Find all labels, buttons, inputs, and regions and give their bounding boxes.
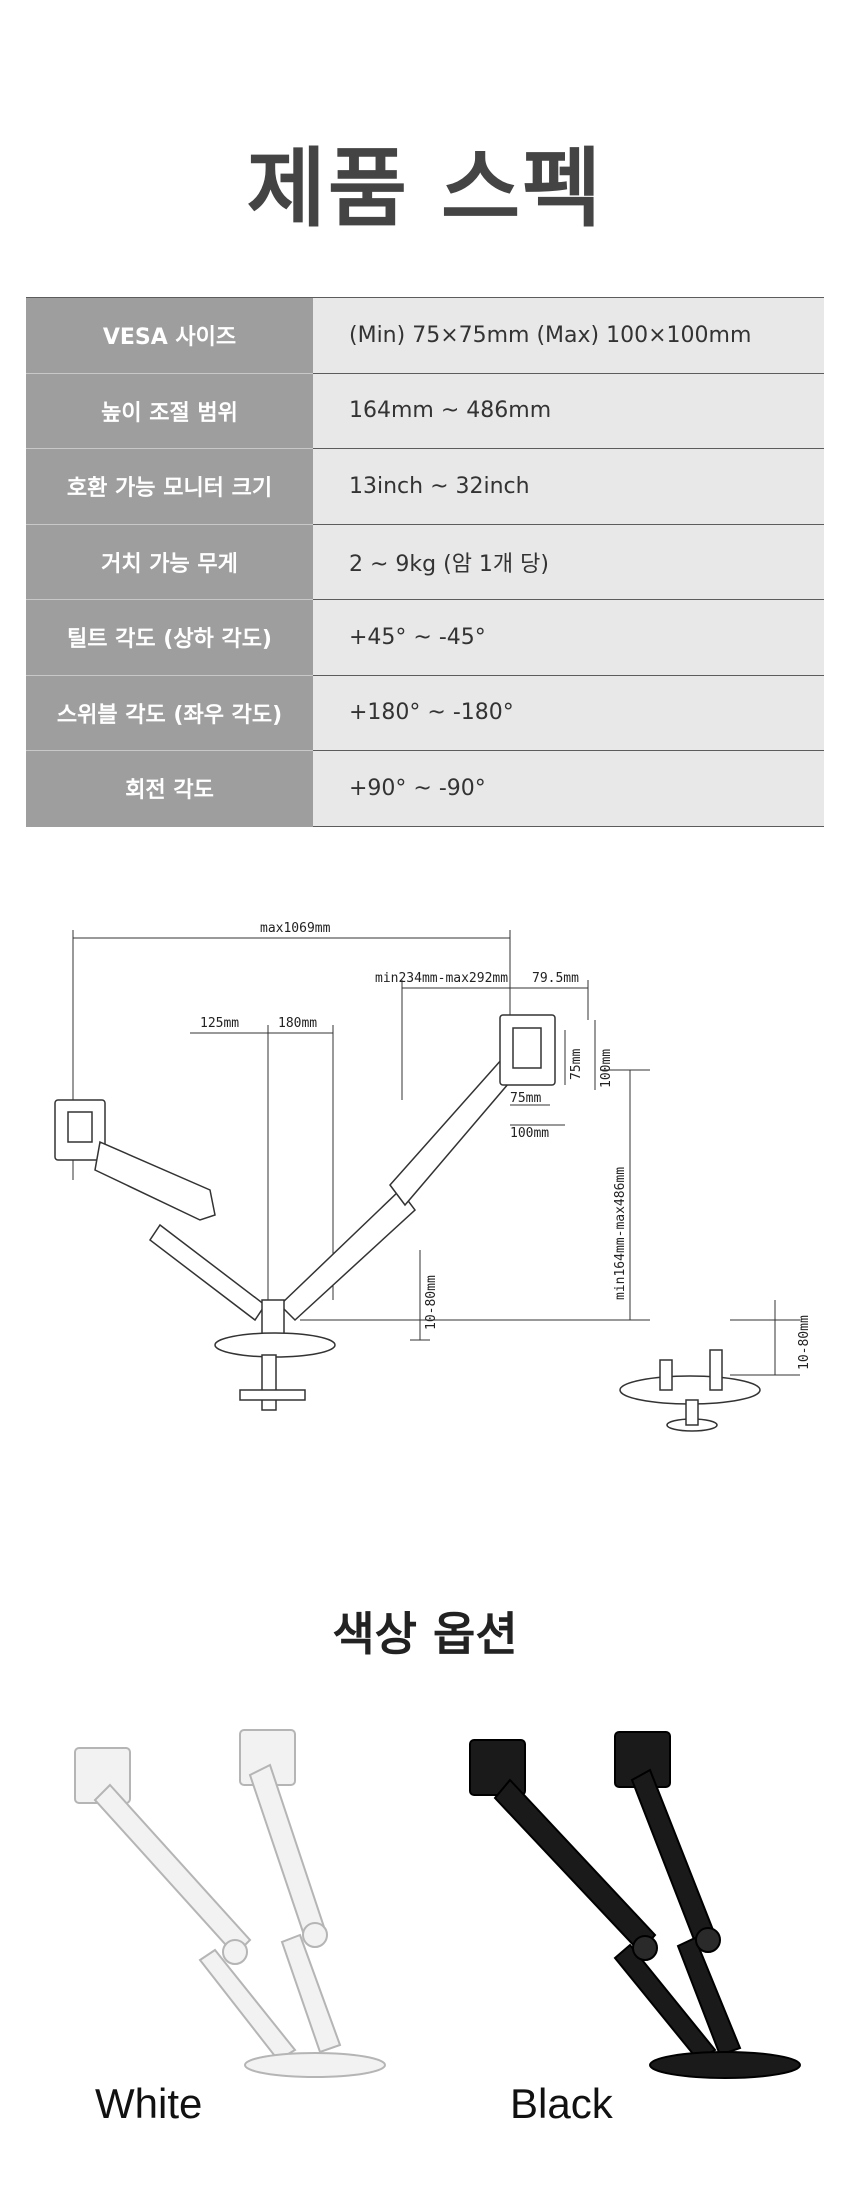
dimension-drawing: max1069mm min234mm-max292mm 79.5mm 125mm… [54, 921, 812, 1432]
color-option-white[interactable]: White [50, 1720, 440, 2140]
spec-value: 13inch ~ 32inch [313, 448, 824, 525]
spec-value: +180° ~ -180° [313, 675, 824, 751]
spec-label: VESA 사이즈 [26, 297, 313, 374]
table-row: 높이 조절 범위 164mm ~ 486mm [26, 373, 824, 449]
dim-arm-segment: min234mm-max292mm [375, 971, 508, 986]
table-row: 호환 가능 모니터 크기 13inch ~ 32inch [26, 448, 824, 525]
spec-label: 틸트 각도 (상하 각도) [26, 599, 313, 676]
color-option-label: White [95, 2080, 203, 2127]
page-title: 제품 스펙 [246, 139, 604, 239]
dim-clamp-left: 10-80mm [424, 1275, 439, 1330]
spec-label: 회전 각도 [26, 750, 313, 827]
dim-125: 125mm [200, 1016, 239, 1031]
spec-label: 스위블 각도 (좌우 각도) [26, 675, 313, 751]
spec-label: 높이 조절 범위 [26, 373, 313, 449]
dim-max-reach: max1069mm [260, 921, 331, 936]
dim-clamp-right: 10-80mm [797, 1315, 812, 1370]
spec-value: (Min) 75×75mm (Max) 100×100mm [313, 297, 824, 374]
spec-label: 호환 가능 모니터 크기 [26, 448, 313, 525]
dim-height-range: min164mm-max486mm [613, 1167, 628, 1300]
dim-180: 180mm [278, 1016, 317, 1031]
table-row: VESA 사이즈 (Min) 75×75mm (Max) 100×100mm [26, 297, 824, 374]
spec-value: +45° ~ -45° [313, 599, 824, 676]
table-row: 틸트 각도 (상하 각도) +45° ~ -45° [26, 599, 824, 676]
dim-vesa-100w: 100mm [510, 1126, 549, 1141]
black-monitor-arm-image [469, 1731, 801, 2079]
spec-label: 거치 가능 무게 [26, 524, 313, 600]
dim-vesa-75w: 75mm [510, 1091, 541, 1106]
spec-value: 2 ~ 9kg (암 1개 당) [313, 524, 824, 600]
spec-table: VESA 사이즈 (Min) 75×75mm (Max) 100×100mm 높… [26, 297, 824, 827]
table-row: 거치 가능 무게 2 ~ 9kg (암 1개 당) [26, 524, 824, 600]
table-row: 회전 각도 +90° ~ -90° [26, 750, 824, 827]
table-row: 스위블 각도 (좌우 각도) +180° ~ -180° [26, 675, 824, 751]
dim-vesa-75h: 75mm [569, 1049, 584, 1080]
dim-offset: 79.5mm [532, 971, 579, 986]
dim-vesa-100h: 100mm [599, 1049, 614, 1088]
color-options-title: 색상 옵션 [332, 1607, 518, 1661]
color-option-black[interactable]: Black [450, 1720, 840, 2140]
color-option-label: Black [510, 2080, 613, 2127]
spec-value: 164mm ~ 486mm [313, 373, 824, 449]
spec-value: +90° ~ -90° [313, 750, 824, 827]
white-monitor-arm-image [74, 1729, 386, 2078]
